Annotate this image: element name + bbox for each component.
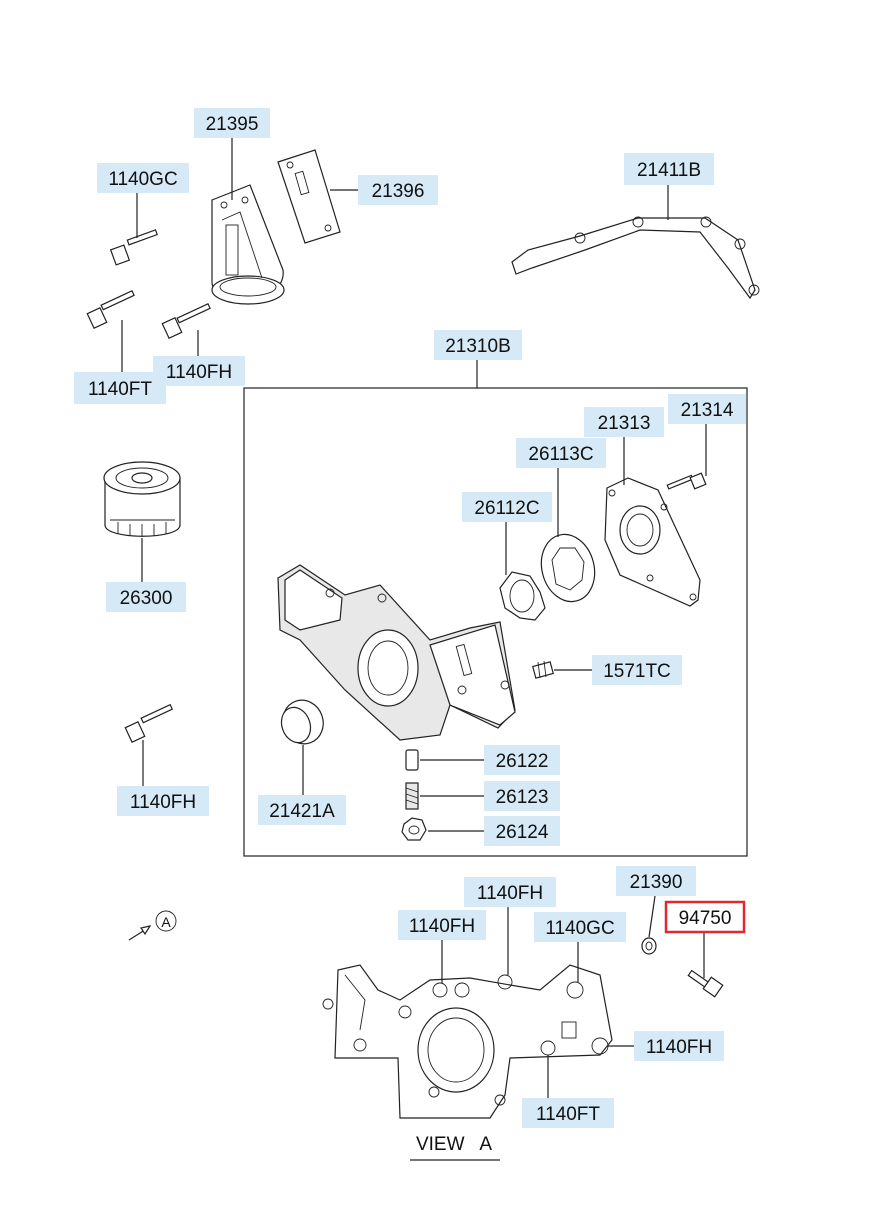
label-21310b: 21310B [445,336,511,357]
oil-strainer-drawing [211,184,285,305]
label-26124: 26124 [496,822,549,843]
label-21314: 21314 [681,400,734,421]
label-1140fh-mid: 1140FH [130,792,196,813]
oil-pump-case-drawing [277,564,516,741]
assembly-frame [243,387,748,857]
outer-rotor-drawing [540,533,596,603]
label-26113c: 26113C [528,444,593,465]
label-1140fh-top: 1140FH [166,362,232,383]
label-1140fh-right: 1140FH [646,1037,712,1058]
view-caption: VIEW A [416,1134,492,1155]
label-1140ft-top: 1140FT [88,379,152,400]
label-26112c: 26112C [474,498,539,519]
relief-spring-drawing [405,782,419,810]
oil-filter-drawing [103,461,181,537]
label-1140fh-b: 1140FH [477,883,543,904]
label-21395: 21395 [206,114,259,135]
relief-plug-drawing [401,817,427,841]
label-21421a: 21421A [269,801,335,822]
cover-screw-drawing [666,472,707,490]
label-21390: 21390 [630,872,683,893]
washer-21390-drawing [641,937,657,955]
inner-rotor-drawing [499,571,546,621]
bolt-1140fh-top-drawing [161,303,211,340]
label-1140gc-top: 1140GC [108,169,177,190]
label-1140gc-bot: 1140GC [545,918,614,939]
pump-cover-drawing [604,477,701,607]
label-21411b: 21411B [637,160,701,181]
label-26123: 26123 [496,787,549,808]
label-1140fh-a: 1140FH [409,916,475,937]
label-21313: 21313 [598,413,651,434]
bolt-1140gc-top-drawing [109,229,158,266]
label-26122: 26122 [496,751,549,772]
label-1571tc: 1571TC [603,661,671,682]
label-94750[interactable]: 94750 [679,908,732,929]
highlight-94750-box[interactable] [664,900,746,934]
label-26300: 26300 [120,588,173,609]
bolt-1140ft-top-drawing [86,290,135,330]
view-arrow-marker [128,910,177,941]
label-21396: 21396 [372,181,425,202]
view-a-housing-drawing [322,964,613,1119]
label-1140ft-bot: 1140FT [536,1104,600,1125]
bolt-94750-drawing [687,969,724,998]
relief-plunger-drawing [405,749,419,771]
plug-1571tc-drawing [532,660,554,679]
oil-seal-drawing [280,699,324,745]
bolt-1140fh-mid-drawing [124,703,174,744]
strainer-gasket-drawing [277,149,341,244]
front-case-gasket-drawing [511,216,760,300]
view-marker-letter: A [161,914,171,930]
